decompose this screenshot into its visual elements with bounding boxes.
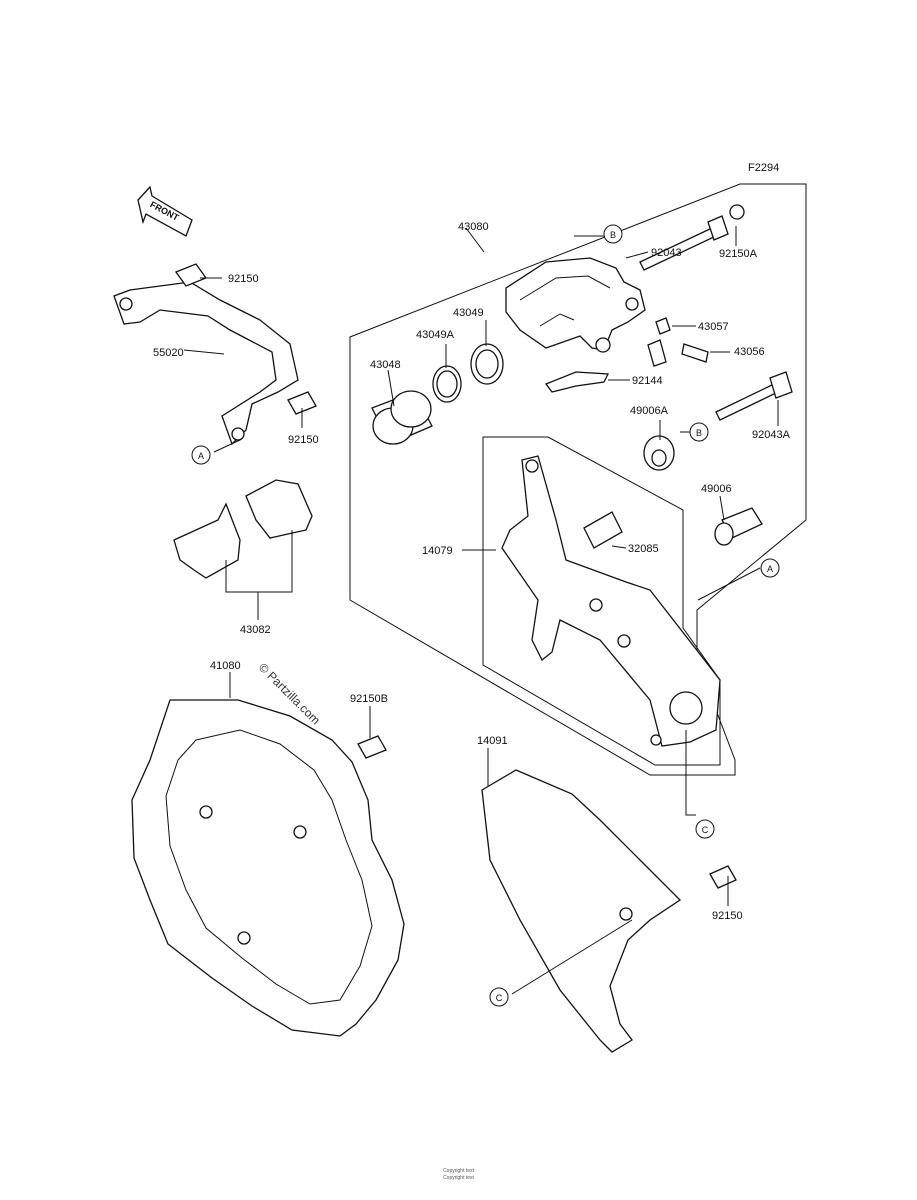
ref-circle-b1: B — [603, 224, 623, 244]
label-92150a: 92150A — [719, 248, 758, 260]
label-14079: 14079 — [422, 545, 453, 557]
footer-line-2: Copyright text — [443, 1175, 474, 1181]
label-92150b: 92150B — [350, 693, 388, 705]
svg-text:A: A — [767, 564, 773, 574]
footer-line-1: Copyright text — [443, 1168, 474, 1174]
leader-lines — [183, 226, 779, 995]
ref-circle-c2: C — [489, 987, 509, 1007]
svg-text:A: A — [198, 451, 204, 461]
caliper-body — [505, 257, 646, 353]
label-43082: 43082 — [240, 624, 271, 636]
label-92144: 92144 — [632, 375, 663, 387]
bolt-92150b — [357, 735, 387, 759]
brake-pads-43082 — [173, 479, 313, 579]
label-41080: 41080 — [210, 660, 241, 672]
pad-spring-32085 — [583, 511, 623, 549]
label-32085: 32085 — [628, 543, 659, 555]
label-14091: 14091 — [477, 735, 508, 747]
bleeder-parts — [647, 317, 709, 367]
label-43049: 43049 — [453, 307, 484, 319]
piston-43048 — [371, 390, 433, 445]
label-43048: 43048 — [370, 359, 401, 371]
bracket-55020 — [113, 281, 299, 446]
label-92043: 92043 — [651, 247, 682, 259]
label-49006: 49006 — [701, 483, 732, 495]
svg-text:C: C — [496, 993, 503, 1003]
label-92043a: 92043A — [752, 429, 791, 441]
label-43080: 43080 — [458, 221, 489, 233]
label-92150-mid: 92150 — [288, 434, 319, 446]
ref-circle-a2: A — [760, 558, 780, 578]
pin-92043a — [715, 371, 793, 421]
label-43056: 43056 — [734, 346, 765, 358]
ref-circle-b2: B — [689, 422, 709, 442]
svg-text:B: B — [696, 428, 702, 438]
boot-49006a — [643, 435, 675, 471]
label-43049a: 43049A — [416, 329, 455, 341]
svg-text:B: B — [610, 230, 616, 240]
label-49006a: 49006A — [630, 405, 669, 417]
guard-14091 — [481, 769, 682, 1053]
figure-code: F2294 — [748, 162, 779, 174]
pad-spring-92144 — [544, 371, 610, 393]
bolt-92150-mid — [287, 391, 317, 415]
label-55020: 55020 — [153, 347, 184, 359]
front-arrow-icon: FRONT — [137, 185, 193, 237]
disc-41080 — [131, 699, 405, 1037]
caliper-bolt-92043 — [639, 215, 729, 271]
bolt-92150-bot — [709, 865, 737, 889]
ref-circle-c1: C — [695, 819, 715, 839]
label-92150-top: 92150 — [228, 273, 259, 285]
label-92150-bot: 92150 — [712, 910, 743, 922]
svg-text:C: C — [702, 825, 709, 835]
caliper-holder-14079 — [501, 455, 721, 747]
ref-circle-a1: A — [191, 445, 211, 465]
label-43057: 43057 — [698, 321, 729, 333]
cap-92150a — [729, 204, 745, 220]
boot-49006 — [714, 507, 763, 546]
